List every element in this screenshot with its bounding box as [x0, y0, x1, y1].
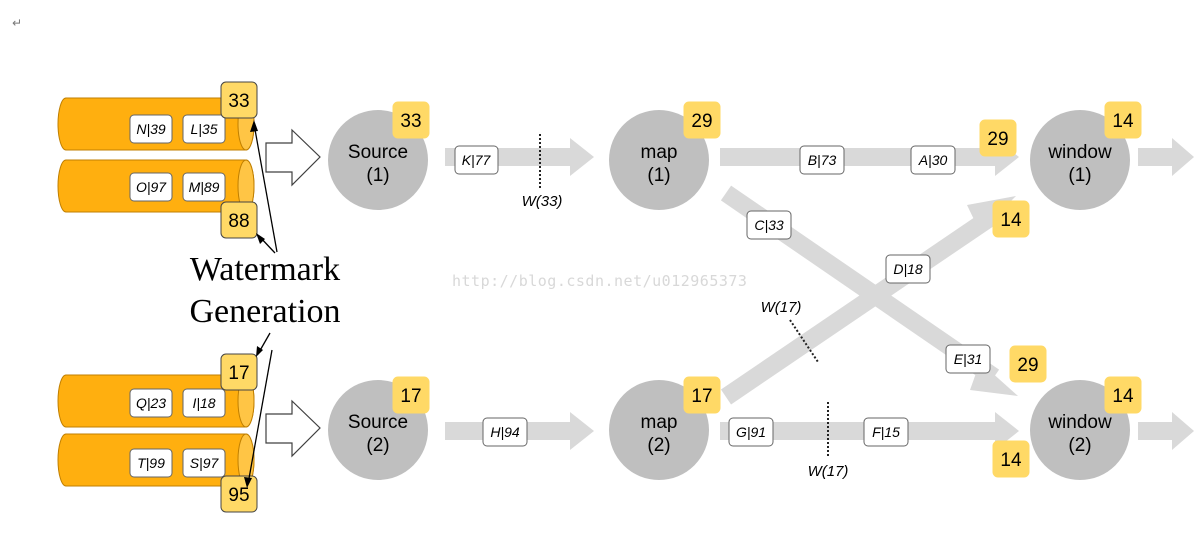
svg-text:14: 14: [1000, 450, 1022, 471]
svg-text:14: 14: [1112, 111, 1134, 132]
record-card: H|94: [482, 417, 528, 447]
blog-watermark: http://blog.csdn.net/u012965373: [452, 272, 748, 290]
svg-text:K|77: K|77: [462, 152, 492, 168]
svg-text:(1): (1): [366, 165, 389, 186]
record-card: B|73: [799, 145, 845, 175]
svg-text:M|89: M|89: [189, 179, 220, 195]
watermark-badge: 17: [220, 353, 258, 391]
partition-badges: 33 88 17 95: [220, 81, 258, 513]
svg-text:(1): (1): [647, 165, 670, 186]
record-card: F|15: [863, 417, 909, 447]
svg-text:F|15: F|15: [872, 424, 900, 440]
watermark-badge: 33: [220, 81, 258, 119]
watermark-badge: 14: [1104, 376, 1142, 414]
svg-text:Source: Source: [348, 412, 408, 433]
record-card: L|35: [182, 114, 226, 144]
watermark-marker-label: W(17): [761, 299, 802, 316]
svg-text:window: window: [1047, 412, 1112, 433]
node-badges: 33 17 29 17 14 14: [392, 101, 1142, 414]
watermark-markers: W(33) W(17) W(17): [522, 134, 849, 480]
svg-text:N|39: N|39: [136, 121, 166, 137]
svg-text:C|33: C|33: [754, 217, 784, 233]
arrow-map1-window1: [720, 138, 1019, 176]
channel-badges: 29 14 29 14: [979, 119, 1047, 478]
record-card: C|33: [746, 210, 792, 240]
record-card: S|97: [182, 448, 226, 478]
svg-text:G|91: G|91: [736, 424, 766, 440]
svg-text:E|31: E|31: [954, 351, 983, 367]
svg-text:29: 29: [691, 111, 712, 132]
record-card: Q|23: [129, 388, 173, 418]
svg-text:Q|23: Q|23: [136, 395, 166, 411]
inflight-records: K|77 H|94 B|73 A|30 C|33 D|18 E|31 G|91 …: [454, 145, 991, 447]
watermark-badge: 29: [683, 101, 721, 139]
svg-text:I|18: I|18: [192, 395, 215, 411]
svg-text:(1): (1): [1068, 165, 1091, 186]
watermark-badge: 95: [220, 475, 258, 513]
svg-text:14: 14: [1000, 210, 1022, 231]
watermark-badge: 88: [220, 201, 258, 239]
svg-text:map: map: [641, 412, 678, 433]
watermark-badge: 33: [392, 101, 430, 139]
svg-text:D|18: D|18: [893, 261, 923, 277]
svg-text:17: 17: [228, 363, 249, 384]
watermark-badge: 14: [992, 200, 1030, 238]
svg-text:17: 17: [400, 386, 421, 407]
watermark-marker-line: [789, 319, 819, 363]
svg-text:29: 29: [1017, 355, 1038, 376]
svg-text:H|94: H|94: [490, 424, 520, 440]
return-mark: ↵: [12, 16, 23, 30]
arrow-window2-out: [1138, 412, 1194, 450]
watermark-badge: 17: [392, 376, 430, 414]
svg-text:L|35: L|35: [191, 121, 218, 137]
annotation-arrows: [244, 120, 278, 488]
svg-text:33: 33: [400, 111, 421, 132]
svg-text:A|30: A|30: [918, 152, 948, 168]
svg-text:17: 17: [691, 386, 712, 407]
watermark-generation-label-line2: Generation: [189, 293, 341, 330]
record-card: G|91: [728, 417, 774, 447]
svg-text:(2): (2): [366, 435, 389, 456]
record-card: M|89: [182, 172, 226, 202]
watermark-badge: 14: [992, 440, 1030, 478]
watermark-badge: 14: [1104, 101, 1142, 139]
watermark-badge: 29: [979, 119, 1017, 157]
record-card: I|18: [182, 388, 226, 418]
watermark-marker-label: W(17): [808, 463, 849, 480]
record-card: K|77: [454, 145, 499, 175]
svg-text:33: 33: [228, 91, 249, 112]
svg-text:(2): (2): [647, 435, 670, 456]
record-card: E|31: [945, 344, 991, 374]
ingest-arrow-top: [265, 128, 321, 187]
arrow-window1-out: [1138, 138, 1194, 176]
svg-text:O|97: O|97: [136, 179, 167, 195]
svg-text:14: 14: [1112, 386, 1134, 407]
svg-text:T|99: T|99: [137, 455, 165, 471]
record-card: N|39: [129, 114, 173, 144]
svg-text:88: 88: [228, 211, 249, 232]
svg-text:95: 95: [228, 485, 249, 506]
ingest-arrows: [265, 128, 321, 458]
svg-text:window: window: [1047, 142, 1112, 163]
record-card: T|99: [129, 448, 173, 478]
svg-text:S|97: S|97: [190, 455, 220, 471]
svg-text:29: 29: [987, 129, 1008, 150]
record-card: D|18: [885, 254, 931, 284]
svg-text:map: map: [641, 142, 678, 163]
ingest-arrow-bottom: [265, 399, 321, 458]
watermark-badge: 17: [683, 376, 721, 414]
svg-text:(2): (2): [1068, 435, 1091, 456]
watermark-badge: 29: [1009, 345, 1047, 383]
watermark-generation-label-line1: Watermark: [189, 251, 341, 288]
svg-text:B|73: B|73: [808, 152, 837, 168]
record-card: O|97: [129, 172, 173, 202]
partition-records: N|39 L|35 O|97 M|89 Q|23 I|18 T|99 S|97: [129, 114, 226, 478]
record-card: A|30: [910, 145, 956, 175]
watermark-marker-label: W(33): [522, 193, 563, 210]
svg-text:Source: Source: [348, 142, 408, 163]
